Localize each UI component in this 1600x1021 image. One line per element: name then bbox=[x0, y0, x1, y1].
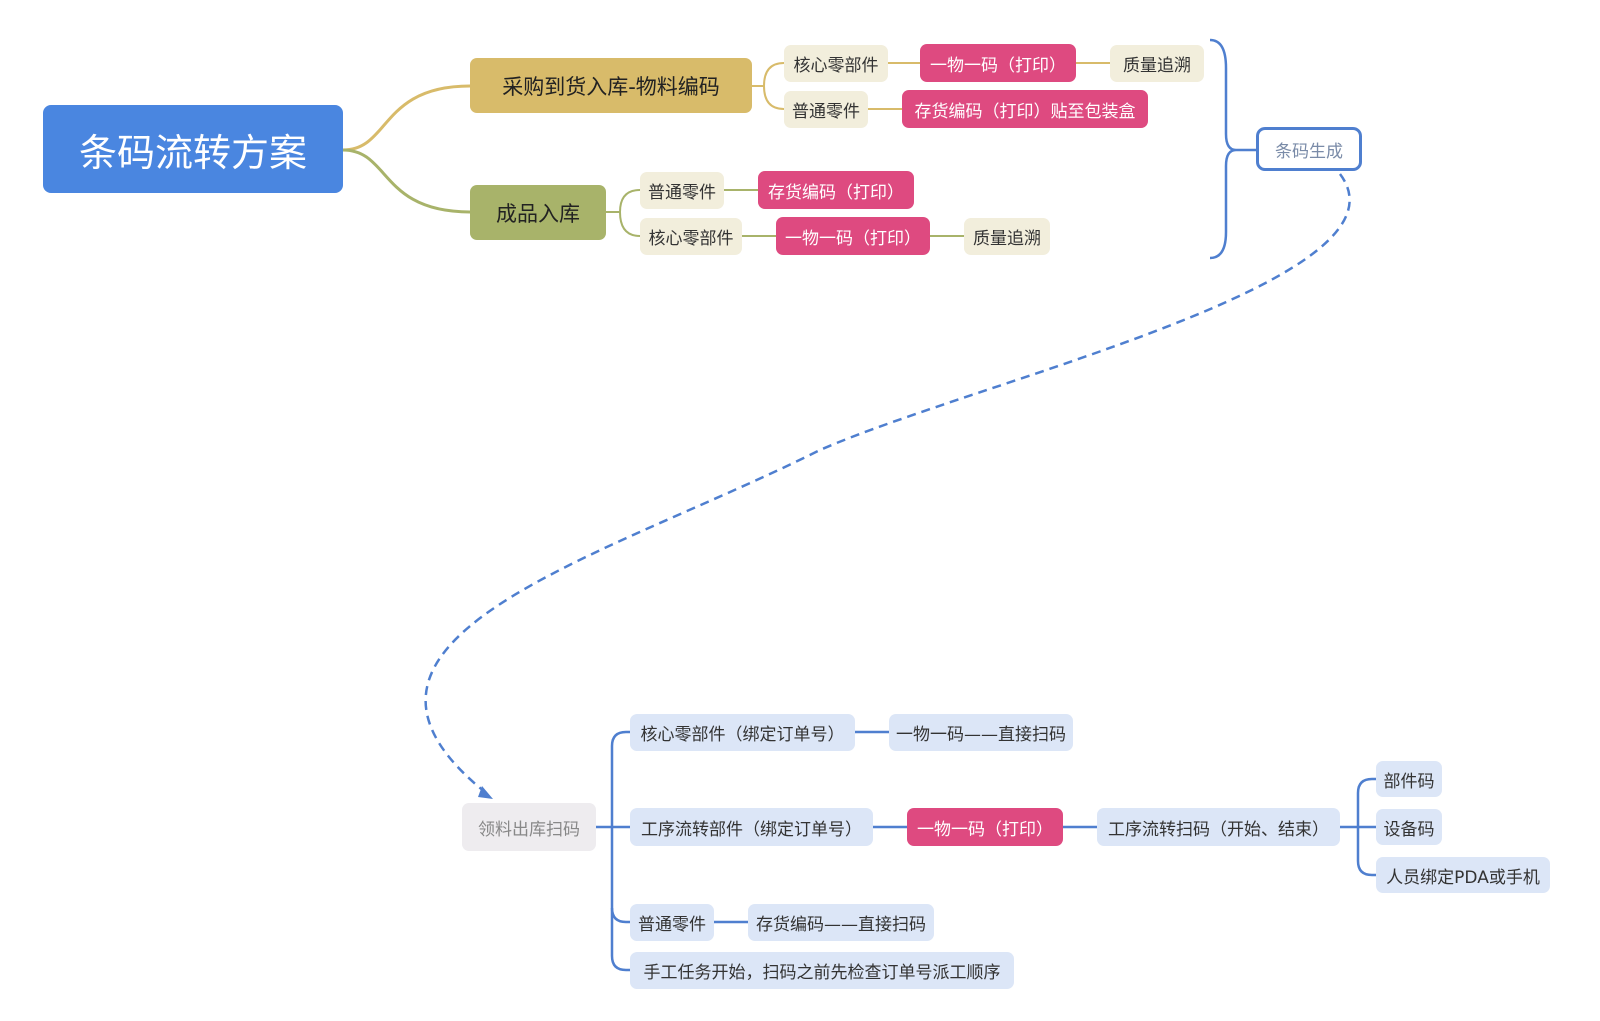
picking-normal-parts[interactable]: 普通零件 bbox=[630, 904, 714, 941]
picking-process-scan[interactable]: 工序流转扫码（开始、结束） bbox=[1097, 808, 1340, 846]
finished-normal-code[interactable]: 存货编码（打印） bbox=[758, 171, 914, 209]
finished-core-parts[interactable]: 核心零部件 bbox=[640, 218, 742, 255]
picking-process-parts[interactable]: 工序流转部件（绑定订单号） bbox=[630, 808, 873, 846]
picking-scan-topic[interactable]: 领料出库扫码 bbox=[462, 803, 596, 851]
part-code[interactable]: 部件码 bbox=[1376, 761, 1442, 797]
picking-normal-scan[interactable]: 存货编码——直接扫码 bbox=[748, 904, 934, 941]
finished-core-code[interactable]: 一物一码（打印） bbox=[776, 217, 930, 255]
purchase-normal-parts[interactable]: 普通零件 bbox=[784, 91, 868, 128]
picking-process-code[interactable]: 一物一码（打印） bbox=[907, 808, 1063, 846]
device-code[interactable]: 设备码 bbox=[1376, 809, 1442, 845]
root-topic[interactable]: 条码流转方案 bbox=[43, 105, 343, 193]
personnel-binding[interactable]: 人员绑定PDA或手机 bbox=[1376, 857, 1550, 893]
purchase-normal-code[interactable]: 存货编码（打印）贴至包装盒 bbox=[902, 90, 1148, 128]
purchase-core-parts[interactable]: 核心零部件 bbox=[784, 45, 888, 82]
finished-quality-trace[interactable]: 质量追溯 bbox=[964, 218, 1050, 255]
purchase-core-code[interactable]: 一物一码（打印） bbox=[920, 44, 1076, 82]
picking-core-scan[interactable]: 一物一码——直接扫码 bbox=[889, 714, 1073, 751]
barcode-generation-summary[interactable]: 条码生成 bbox=[1256, 127, 1362, 171]
purchase-inbound-topic[interactable]: 采购到货入库-物料编码 bbox=[470, 58, 752, 113]
finished-inbound-topic[interactable]: 成品入库 bbox=[470, 185, 606, 240]
picking-core-parts[interactable]: 核心零部件（绑定订单号） bbox=[630, 714, 855, 751]
manual-task-note[interactable]: 手工任务开始，扫码之前先检查订单号派工顺序 bbox=[630, 952, 1014, 989]
finished-normal-parts[interactable]: 普通零件 bbox=[640, 172, 724, 209]
purchase-quality-trace[interactable]: 质量追溯 bbox=[1110, 45, 1204, 82]
